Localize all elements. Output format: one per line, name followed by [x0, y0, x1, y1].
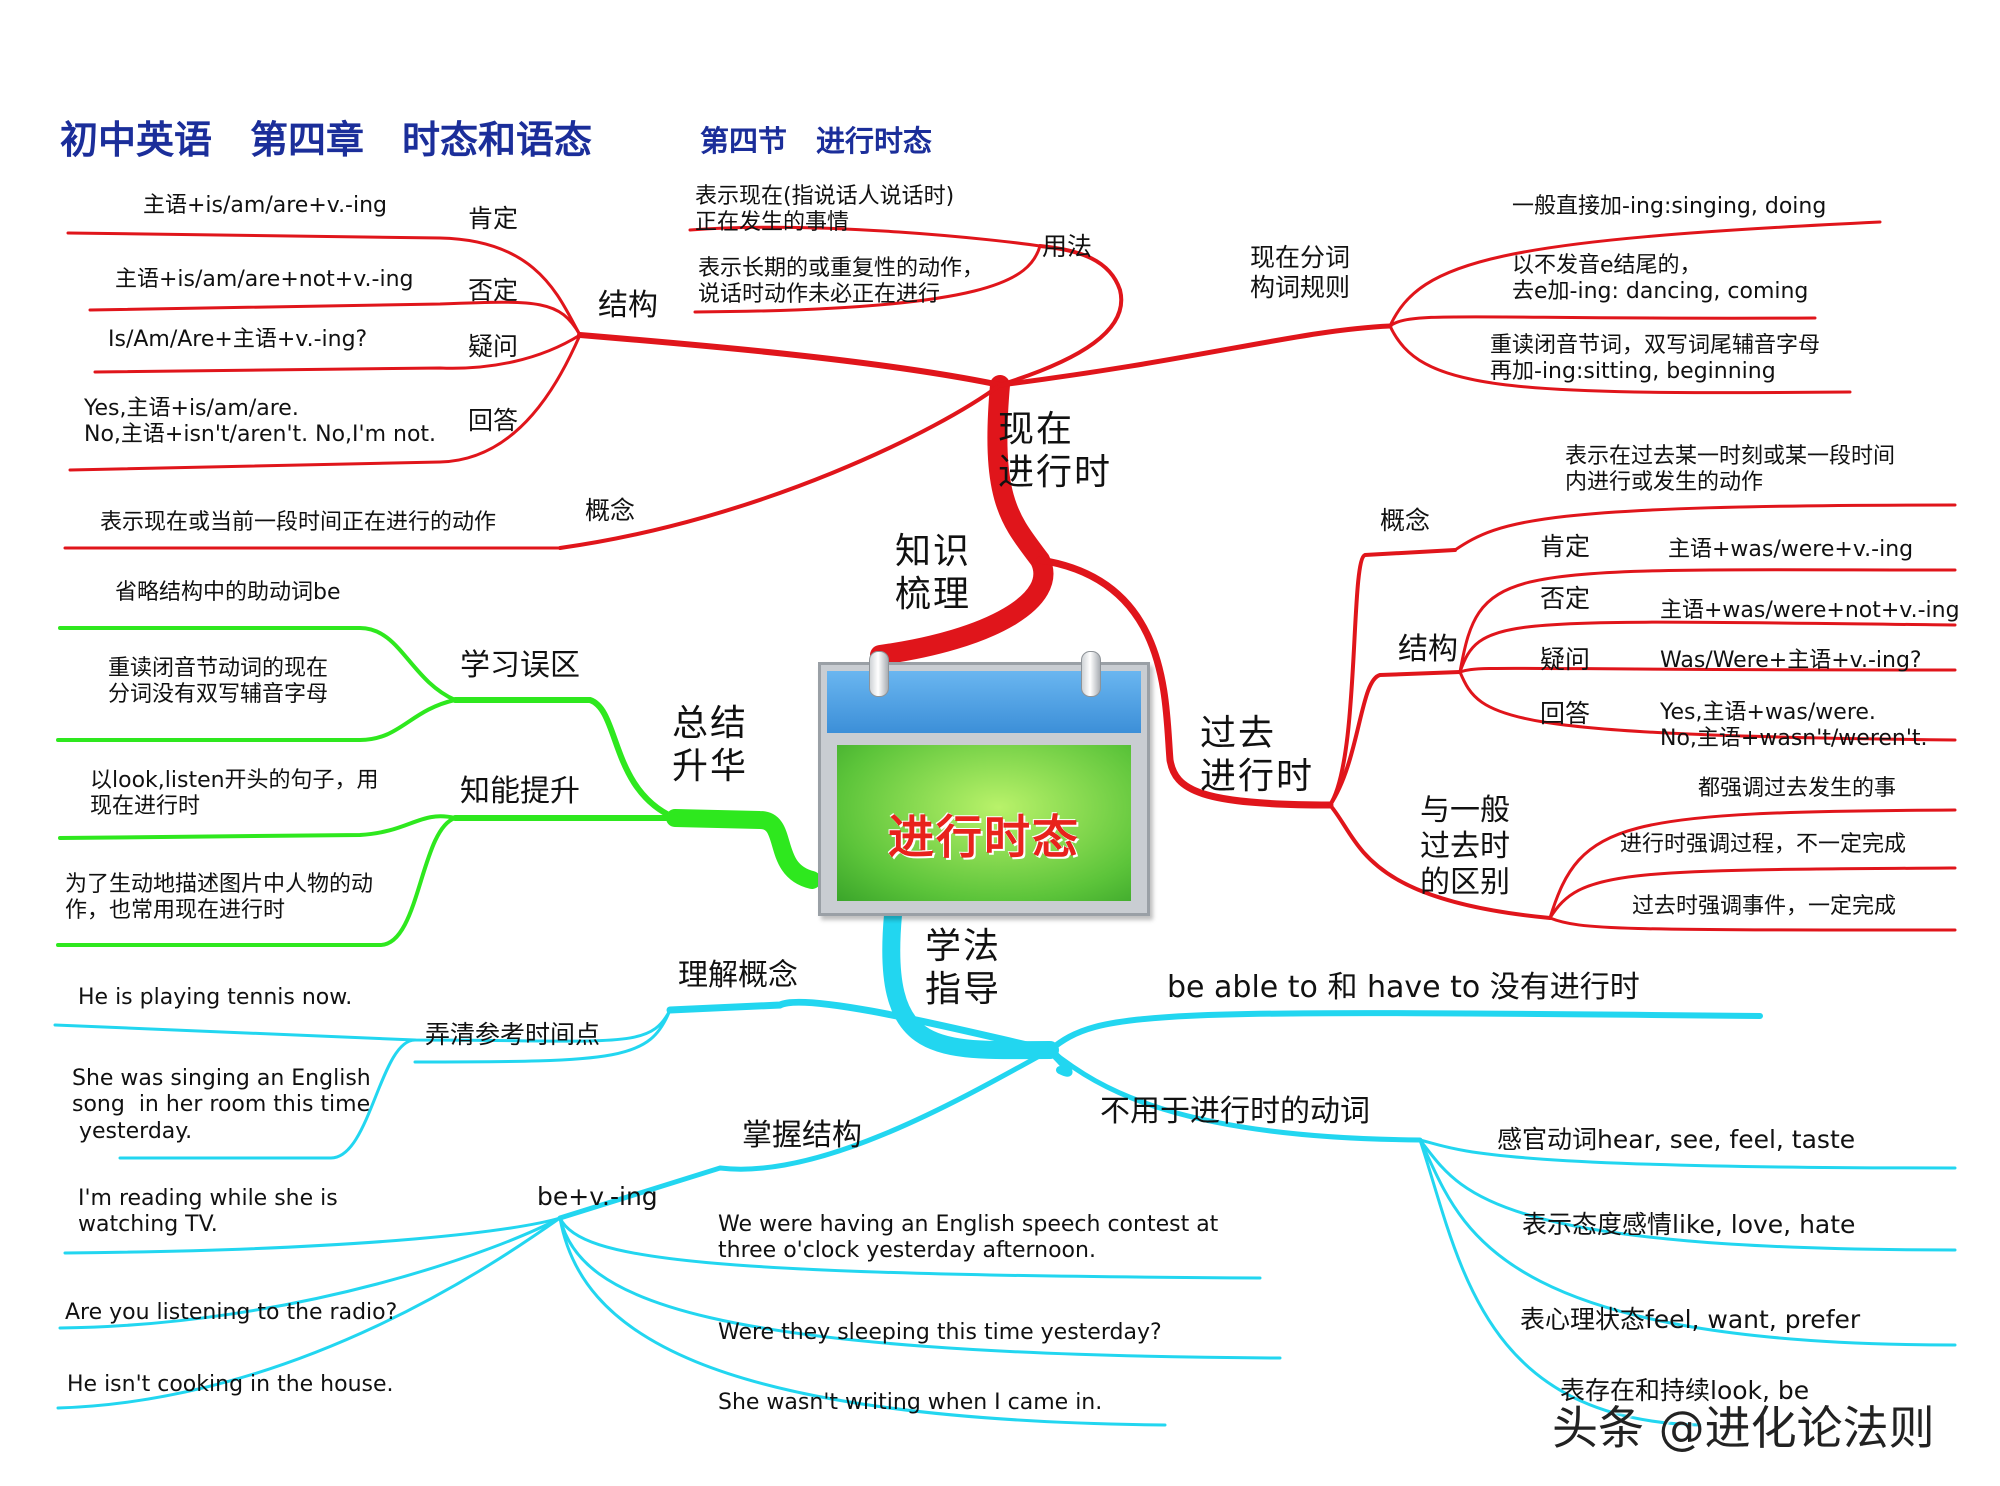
participle-rule-3: 重读闭音节词，双写词尾辅音字母 再加-ing:sitting, beginnin…	[1490, 333, 1821, 385]
not-used-item-4: 表存在和持续look, be	[1560, 1376, 1810, 1405]
past-question-label: 疑问	[1540, 645, 1591, 674]
present-negative-formula: 主语+is/am/are+not+v.-ing	[115, 267, 414, 292]
present-usage-label: 用法	[1042, 232, 1093, 261]
present-affirmative-label: 肯定	[468, 204, 519, 233]
participle-rule-1: 一般直接加-ing:singing, doing	[1512, 194, 1827, 219]
past-answer-label: 回答	[1540, 699, 1591, 728]
participle-rules-label: 现在分词 构词规则	[1250, 243, 1351, 302]
present-question-label: 疑问	[468, 332, 519, 361]
branch-method: 学法 指导	[925, 926, 1002, 1011]
present-concept-text: 表示现在或当前一段时间正在进行的动作	[100, 510, 497, 535]
be-ing-example-left-2: Are you listening to the radio?	[65, 1300, 398, 1325]
branch-knowledge: 知识 梳理	[895, 531, 972, 616]
not-used-item-3: 表心理状态feel, want, prefer	[1520, 1305, 1861, 1334]
calendar-body: 进行时态	[837, 745, 1131, 901]
present-answer-label: 回答	[468, 406, 519, 435]
page-title: 初中英语 第四章 时态和语态	[60, 118, 593, 162]
be-ing-example-right-1: We were having an English speech contest…	[718, 1212, 1219, 1264]
branch-present-progressive: 现在 进行时	[998, 409, 1113, 494]
present-negative-label: 否定	[468, 276, 519, 305]
present-usage-item-2: 表示长期的或重复性的动作， 说话时动作未必正在进行	[698, 256, 985, 308]
present-question-formula: Is/Am/Are+主语+v.-ing?	[108, 327, 368, 352]
past-affirmative-label: 肯定	[1540, 532, 1591, 561]
timepoint-label: 弄清参考时间点	[425, 1020, 601, 1049]
not-used-verbs-label: 不用于进行时的动词	[1100, 1094, 1370, 1129]
green-branch-lines	[56, 626, 821, 947]
past-answer-formula: Yes,主语+was/were. No,主语+wasn't/weren't.	[1660, 700, 1928, 752]
past-affirmative-formula: 主语+was/were+v.-ing	[1668, 537, 1914, 562]
not-used-item-1: 感官动词hear, see, feel, taste	[1497, 1125, 1856, 1154]
cyan-branch-lines	[53, 906, 1957, 1427]
mistakes-label: 学习误区	[460, 648, 580, 683]
improve-label: 知能提升	[460, 774, 580, 809]
timepoint-example-1: He is playing tennis now.	[78, 985, 353, 1010]
present-structure-label: 结构	[598, 288, 658, 323]
be-ing-example-right-3: She wasn't writing when I came in.	[718, 1390, 1103, 1415]
calendar-ring-right	[1081, 651, 1101, 697]
page-subtitle: 第四节 进行时态	[700, 124, 933, 158]
mistake-item-2: 重读闭音节动词的现在 分词没有双写辅音字母	[108, 656, 329, 708]
past-structure-label: 结构	[1398, 632, 1458, 667]
participle-rule-2: 以不发音e结尾的， 去e加-ing: dancing, coming	[1512, 253, 1809, 305]
be-ing-example-left-1: I'm reading while she is watching TV.	[78, 1186, 338, 1238]
present-affirmative-formula: 主语+is/am/are+v.-ing	[143, 193, 388, 218]
difference-item-3: 过去时强调事件，一定完成	[1632, 894, 1897, 919]
timepoint-example-2: She was singing an English song in her r…	[72, 1066, 371, 1144]
center-calendar: 进行时态	[818, 651, 1150, 916]
difference-item-2: 进行时强调过程，不一定完成	[1620, 832, 1907, 857]
past-negative-formula: 主语+was/were+not+v.-ing	[1660, 598, 1960, 623]
improve-item-1: 以look,listen开头的句子，用 现在进行时	[90, 768, 379, 820]
master-structure-label: 掌握结构	[742, 1118, 862, 1153]
present-concept-label: 概念	[585, 496, 636, 525]
be-able-to-note: be able to 和 have to 没有进行时	[1167, 970, 1640, 1005]
branch-past-progressive: 过去 进行时	[1200, 713, 1315, 798]
mistake-item-1: 省略结构中的助动词be	[115, 580, 341, 605]
branch-summary: 总结 升华	[672, 703, 749, 788]
be-ing-label: be+v.-ing	[537, 1182, 658, 1211]
present-answer-formula: Yes,主语+is/am/are. No,主语+isn't/aren't. No…	[84, 396, 437, 448]
red-branch-lines	[63, 220, 1957, 932]
past-concept-label: 概念	[1380, 506, 1431, 535]
understand-concept-label: 理解概念	[678, 958, 798, 993]
be-ing-example-right-2: Were they sleeping this time yesterday?	[718, 1320, 1162, 1345]
be-ing-example-left-3: He isn't cooking in the house.	[67, 1372, 394, 1397]
past-concept-text: 表示在过去某一时刻或某一段时间 内进行或发生的动作	[1565, 444, 1896, 496]
past-question-formula: Was/Were+主语+v.-ing?	[1660, 648, 1922, 673]
center-topic: 进行时态	[888, 810, 1080, 864]
present-usage-item-1: 表示现在(指说话人说话时) 正在发生的事情	[695, 184, 955, 236]
calendar-ring-left	[869, 651, 889, 697]
difference-label: 与一般 过去时 的区别	[1420, 793, 1510, 900]
improve-item-2: 为了生动地描述图片中人物的动 作，也常用现在进行时	[65, 872, 374, 924]
not-used-item-2: 表示态度感情like, love, hate	[1522, 1210, 1856, 1239]
past-negative-label: 否定	[1540, 584, 1591, 613]
watermark: 头条 @进化论法则	[1552, 1401, 1935, 1455]
difference-item-1: 都强调过去发生的事	[1698, 776, 1897, 801]
